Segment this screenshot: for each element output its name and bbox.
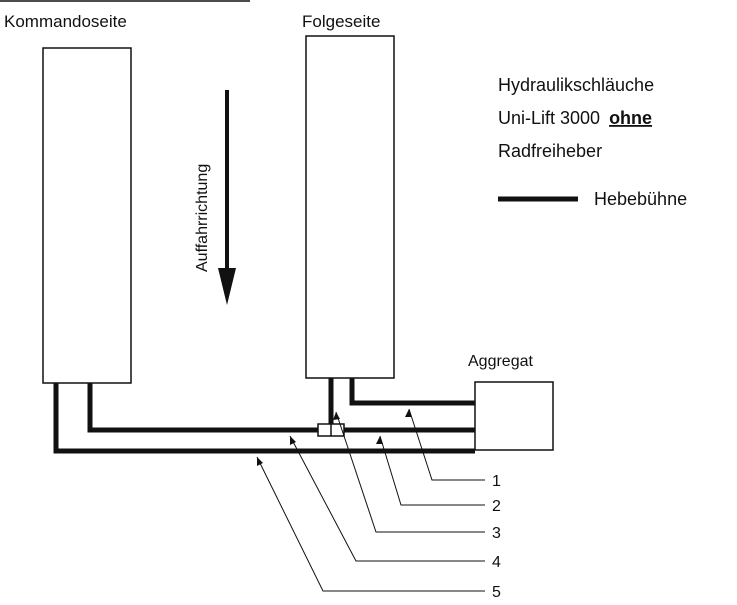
hose-number-4: 4 — [492, 554, 501, 571]
direction-arrow-head — [218, 268, 236, 305]
right-lift-column — [305, 35, 395, 379]
callout-3-arrowhead — [333, 412, 340, 420]
legend-title-line1: Hydraulikschläuche — [498, 75, 654, 95]
direction-label: Auffahrrichtung — [194, 164, 211, 272]
hose-number-2: 2 — [492, 498, 501, 515]
callout-3-leader — [335, 411, 485, 533]
aggregat-box — [474, 381, 554, 451]
callout-4-arrowhead — [290, 436, 296, 445]
callout-5-arrowhead — [257, 457, 263, 466]
callout-2-leader — [379, 435, 485, 506]
left-column-label: Kommandoseite — [4, 12, 127, 31]
aggregat-label: Aggregat — [468, 353, 533, 370]
hose-number-3: 3 — [492, 525, 501, 542]
legend-title-line3: Radfreiheber — [498, 141, 602, 161]
left-lift-column — [42, 47, 132, 384]
right-column-label: Folgeseite — [302, 12, 380, 31]
callout-4-leader — [289, 435, 485, 562]
callout-1-arrowhead — [405, 409, 412, 417]
legend-title-line2: Uni-Lift 3000 ohne — [498, 108, 652, 128]
legend-title-line2-prefix: Uni-Lift 3000 — [498, 108, 600, 128]
callout-leaders — [256, 408, 485, 592]
hose-5-line — [53, 383, 475, 454]
hose-number-5: 5 — [492, 584, 501, 600]
callout-5-leader — [256, 456, 485, 592]
hose-1-line — [349, 378, 475, 406]
hose-number-1: 1 — [492, 473, 501, 490]
legend-title-line2-emphasis: ohne — [609, 108, 652, 128]
hose-4-line — [87, 383, 475, 433]
callout-arrowheads — [257, 409, 412, 466]
callout-1-leader — [408, 408, 485, 481]
callout-2-arrowhead — [376, 436, 383, 444]
legend-line-label: Hebebühne — [594, 189, 687, 209]
